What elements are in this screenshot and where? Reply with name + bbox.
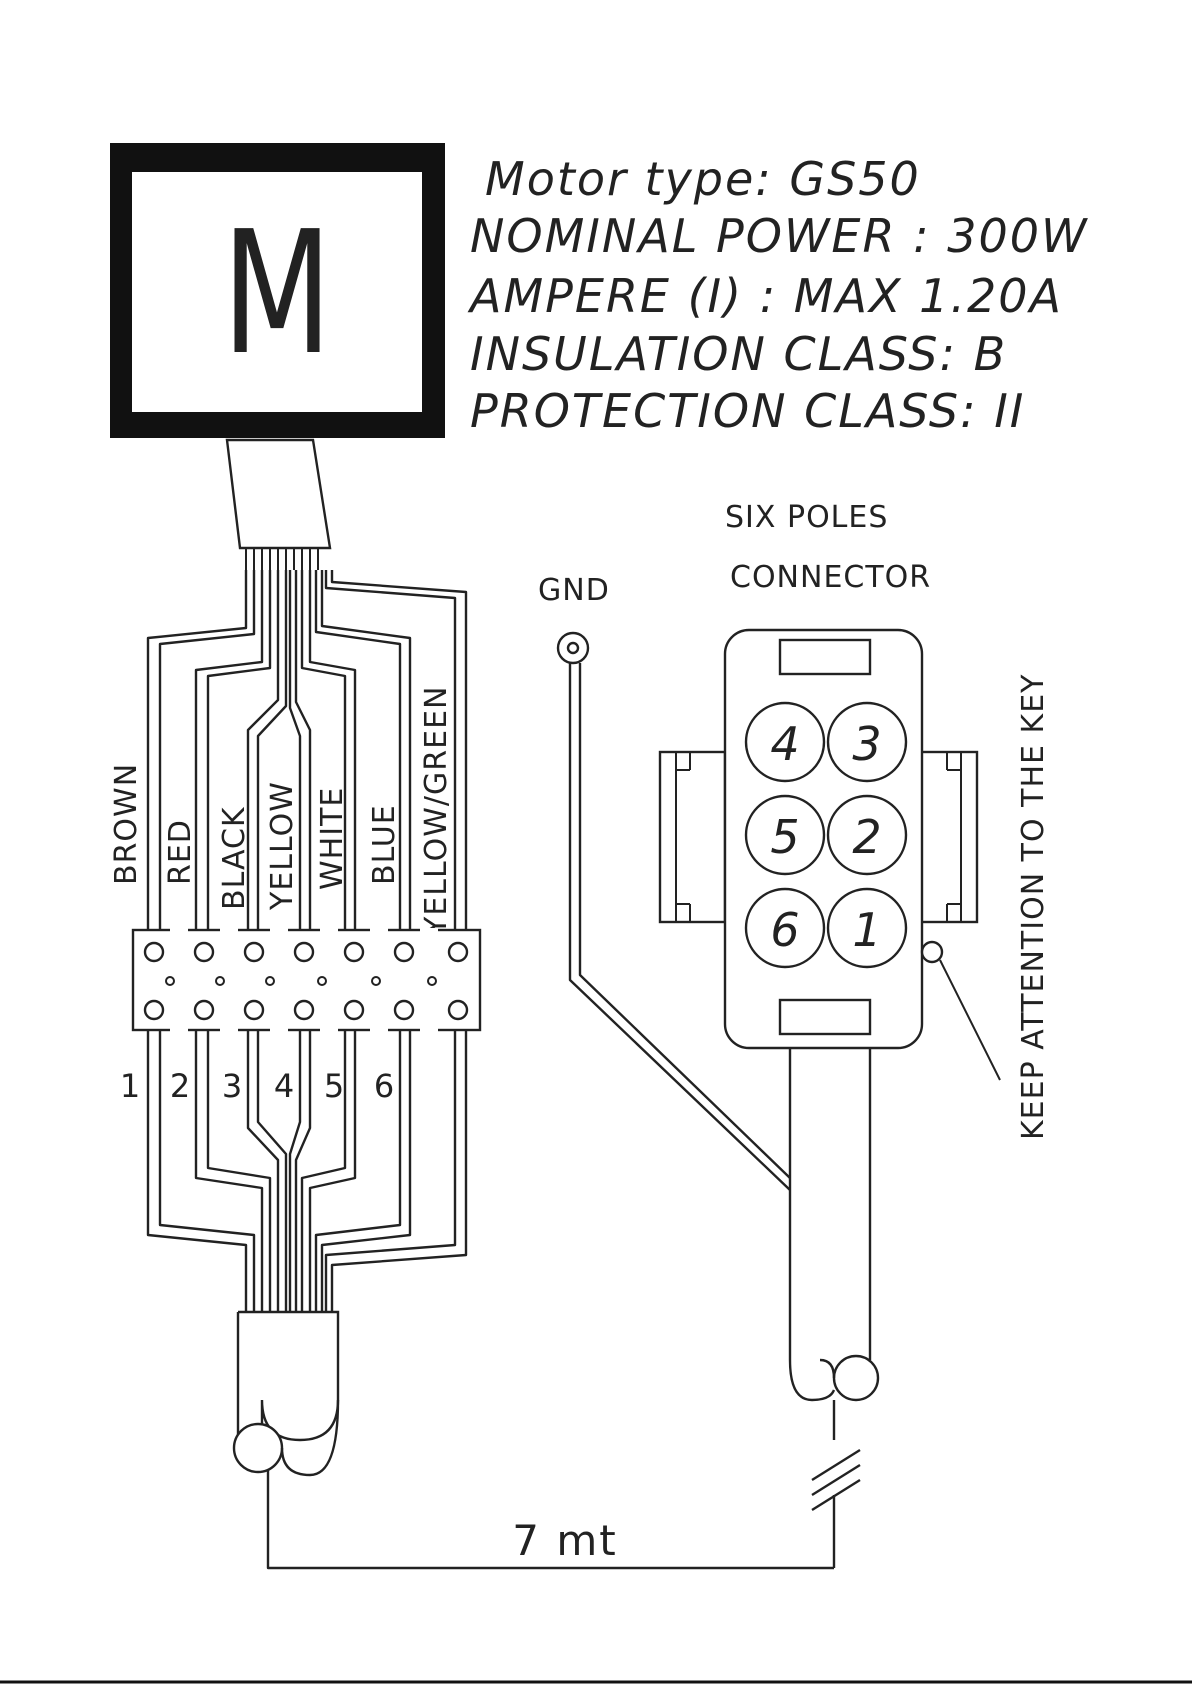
connector-pin-2: 2 [852, 810, 881, 864]
terminal-block [133, 928, 480, 1032]
connector-title-line1: SIX POLES [725, 500, 888, 535]
connector-pin-4: 4 [770, 717, 799, 771]
cable-length-dimension: 7 mt [268, 1470, 834, 1568]
motor-symbol: M [222, 195, 332, 393]
spec-nominal-power: NOMINAL POWER : 300W [470, 209, 1088, 263]
harness-cable-end [234, 1312, 338, 1475]
terminal-number-3: 3 [222, 1067, 242, 1105]
terminal-number-6: 6 [374, 1067, 394, 1105]
key-note: KEEP ATTENTION TO THE KEY [1016, 674, 1051, 1141]
motor-cable [227, 440, 330, 570]
connector-cable [790, 1048, 878, 1400]
wire-label-yellow: YELLOW [265, 781, 300, 911]
wire-label-brown: BROWN [109, 763, 144, 885]
terminal-number-5: 5 [324, 1067, 344, 1105]
wire-label-red: RED [163, 819, 198, 885]
spec-motor-type: Motor type: GS50 [485, 152, 921, 206]
gnd-label: GND [538, 573, 610, 608]
motor-specs: Motor type: GS50 NOMINAL POWER : 300W AM… [467, 152, 1088, 438]
wire-label-blue: BLUE [367, 804, 402, 885]
connector-labels: SIX POLES CONNECTOR GND [538, 500, 931, 608]
spec-protection-class: PROTECTION CLASS: II [470, 384, 1025, 438]
six-pole-connector: 4 3 5 2 6 1 [660, 630, 1000, 1080]
connector-title-line2: CONNECTOR [730, 560, 931, 595]
spec-insulation-class: INSULATION CLASS: B [470, 327, 1007, 381]
connector-pin-1: 1 [852, 903, 881, 957]
motor-block: M [110, 143, 445, 438]
cable-length-label: 7 mt [512, 1516, 617, 1565]
terminal-number-1: 1 [120, 1067, 140, 1105]
connector-pin-5: 5 [770, 810, 799, 864]
cable-break-icon [812, 1400, 860, 1568]
connector-pin-3: 3 [852, 717, 881, 771]
terminal-number-2: 2 [170, 1067, 190, 1105]
connector-pin-6: 6 [770, 903, 799, 957]
wire-label-yellow-green: YELLOW/GREEN [419, 686, 454, 936]
spec-ampere: AMPERE (I) : MAX 1.20A [467, 269, 1063, 323]
connector-key-icon [922, 942, 942, 962]
terminal-number-4: 4 [274, 1067, 294, 1105]
wire-label-black: BLACK [217, 806, 252, 910]
wire-label-white: WHITE [315, 787, 350, 890]
